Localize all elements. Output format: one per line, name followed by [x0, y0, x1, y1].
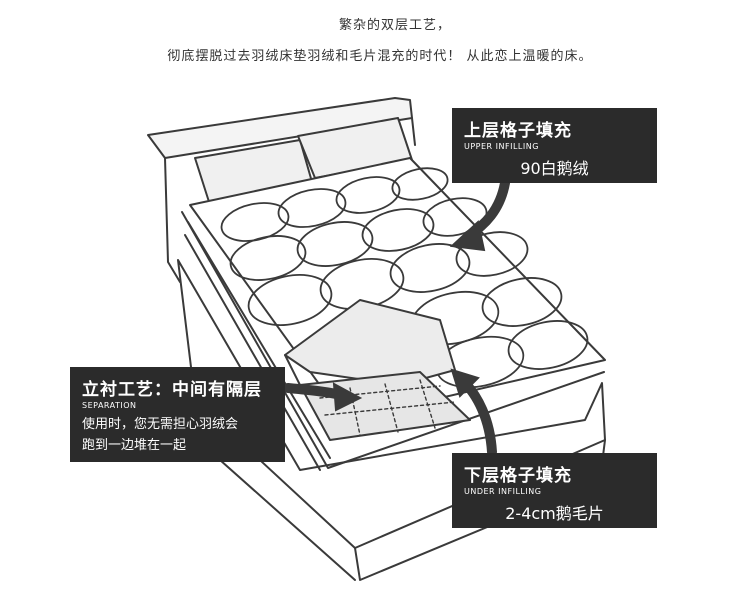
callout-separation-body-line-1: 使用时，您无需担心羽绒会	[82, 414, 273, 435]
callout-separation: 立衬工艺：中间有隔层 SEPARATION 使用时，您无需担心羽绒会 跑到一边堆…	[70, 367, 285, 462]
callout-separation-body: 使用时，您无需担心羽绒会 跑到一边堆在一起	[82, 414, 273, 456]
callout-under-infilling: 下层格子填充 UNDER INFILLING 2-4cm鹅毛片	[452, 453, 657, 528]
callout-separation-body-line-2: 跑到一边堆在一起	[82, 435, 273, 456]
callout-upper-subtitle: UPPER INFILLING	[464, 142, 645, 151]
callout-lower-body: 2-4cm鹅毛片	[464, 500, 645, 524]
callout-upper-infilling: 上层格子填充 UPPER INFILLING 90白鹅绒	[452, 108, 657, 183]
callout-lower-title: 下层格子填充	[464, 461, 645, 486]
callout-upper-body: 90白鹅绒	[464, 155, 645, 179]
callout-separation-subtitle: SEPARATION	[82, 401, 273, 410]
callout-separation-title: 立衬工艺：中间有隔层	[82, 375, 273, 400]
callout-lower-subtitle: UNDER INFILLING	[464, 487, 645, 496]
callout-upper-title: 上层格子填充	[464, 116, 645, 141]
